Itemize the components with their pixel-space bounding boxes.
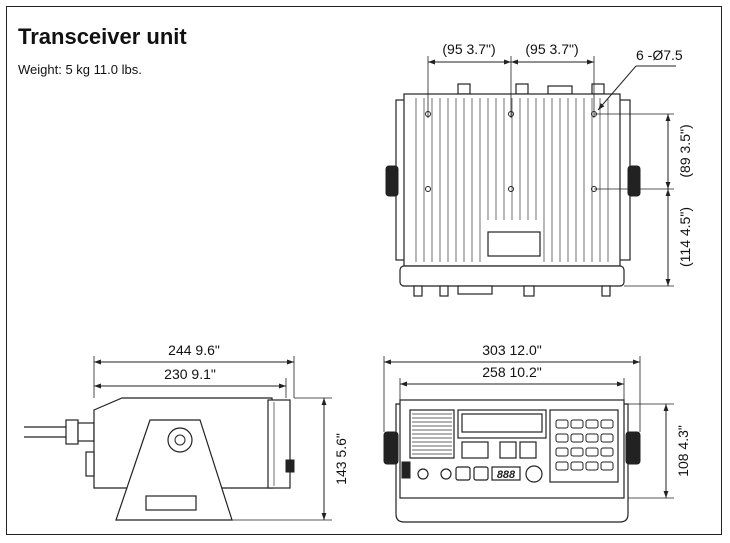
- top-width-left-label: (95 3.7"): [442, 41, 495, 57]
- drawing-frame: [6, 6, 722, 535]
- front-view: 888 303 12.0" 258 10.2" 108 4.3": [383, 342, 691, 523]
- top-depth-upper-label: (89 3.5"): [677, 124, 693, 177]
- side-view: 244 9.6" 230 9.1" 143 5.6": [24, 342, 349, 521]
- side-body-depth-label: 230 9.1": [164, 366, 216, 382]
- page-title: Transceiver unit: [18, 24, 187, 49]
- top-width-right-label: (95 3.7"): [525, 41, 578, 57]
- front-body-width-label: 258 10.2": [482, 364, 541, 380]
- digital-display: 888: [497, 469, 516, 481]
- front-overall-width-label: 303 12.0": [482, 342, 541, 358]
- side-overall-depth-label: 244 9.6": [168, 342, 220, 358]
- weight-label: Weight: 5 kg 11.0 lbs.: [18, 62, 142, 77]
- front-height-label: 108 4.3": [675, 425, 691, 477]
- top-view: (95 3.7") (95 3.7") 6 -Ø7.5 (89 3.5") (1…: [385, 41, 693, 297]
- side-height-label: 143 5.6": [333, 433, 349, 485]
- hole-count-label: 6 -Ø7.5: [636, 47, 683, 63]
- top-depth-lower-label: (114 4.5"): [677, 207, 693, 267]
